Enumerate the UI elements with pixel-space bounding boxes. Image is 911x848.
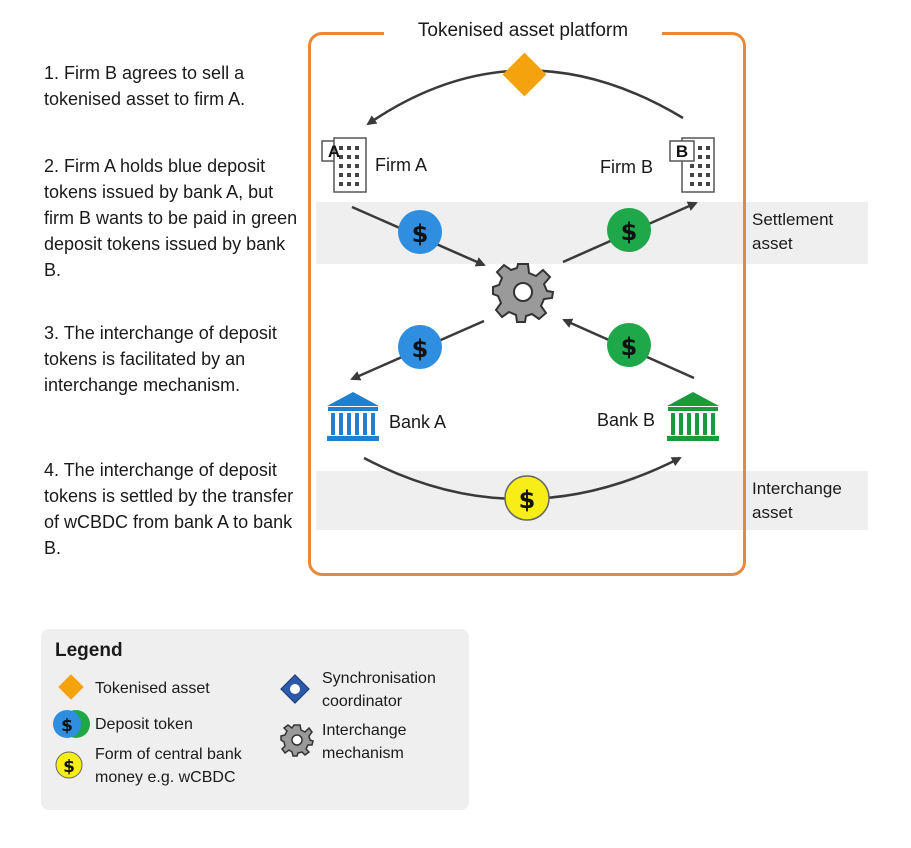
step-3-text: 3. The interchange of deposit tokens is …: [44, 323, 277, 395]
interchange-asset-label: Interchange asset: [752, 479, 842, 522]
bank-a-icon: [327, 392, 379, 441]
bank-b-label: Bank B: [597, 410, 656, 430]
bank-a-label: Bank A: [389, 412, 447, 432]
green-deposit-token-bank-b: $: [607, 323, 651, 367]
step-2-text: 2. Firm A holds blue deposit tokens issu…: [44, 156, 298, 280]
blue-deposit-token-bank-a: $: [398, 325, 442, 369]
legend-diamond-icon: [58, 674, 84, 700]
legend-central-bank-money-icon: $: [55, 751, 83, 779]
blue-deposit-token-firm-a: $: [398, 210, 442, 254]
legend-sync-coordinator-label: Synchronisation coordinator: [322, 670, 436, 710]
bank-b-icon: [667, 392, 719, 441]
legend-central-bank-money-label: Form of central bank money e.g. wCBDC: [95, 746, 242, 786]
svg-text:$: $: [621, 333, 638, 361]
legend-panel: Legend Tokenised asset Deposit token For…: [41, 629, 469, 810]
step-1-text: 1. Firm B agrees to sell a tokenised ass…: [44, 63, 246, 109]
legend-deposit-token-label: Deposit token: [95, 716, 193, 733]
legend-tokenised-asset-label: Tokenised asset: [95, 680, 210, 697]
firm-b-building-icon: B: [669, 137, 715, 193]
settlement-asset-label: Settlement asset: [752, 210, 834, 253]
svg-text:$: $: [63, 757, 75, 777]
legend-interchange-gear-icon: [280, 724, 314, 757]
svg-text:$: $: [519, 486, 536, 514]
firm-a-label: Firm A: [375, 155, 427, 175]
svg-text:$: $: [412, 220, 429, 248]
tokenised-asset-diamond-icon: [502, 52, 547, 97]
step-4-text: 4. The interchange of deposit tokens is …: [44, 460, 294, 558]
svg-text:$: $: [412, 335, 429, 363]
legend-title: Legend: [55, 640, 123, 661]
green-deposit-token-firm-b: $: [607, 208, 651, 252]
legend-icons: $ $: [53, 674, 314, 779]
firm-b-label: Firm B: [600, 157, 653, 177]
platform-title: Tokenised asset platform: [384, 20, 662, 42]
wcbdc-token: $: [504, 475, 550, 521]
firm-a-building-icon: A: [321, 137, 367, 193]
firm-b-letter: B: [676, 142, 688, 161]
interchange-band: [316, 471, 868, 530]
firm-a-letter: A: [328, 142, 340, 161]
legend-interchange-mechanism-label: Interchange mechanism: [322, 722, 407, 762]
interchange-mechanism-gear-icon: [492, 263, 555, 323]
legend-deposit-token-icon: $: [53, 710, 90, 738]
svg-text:$: $: [61, 716, 73, 736]
legend-sync-coordinator-icon: [280, 674, 310, 704]
svg-text:$: $: [621, 218, 638, 246]
